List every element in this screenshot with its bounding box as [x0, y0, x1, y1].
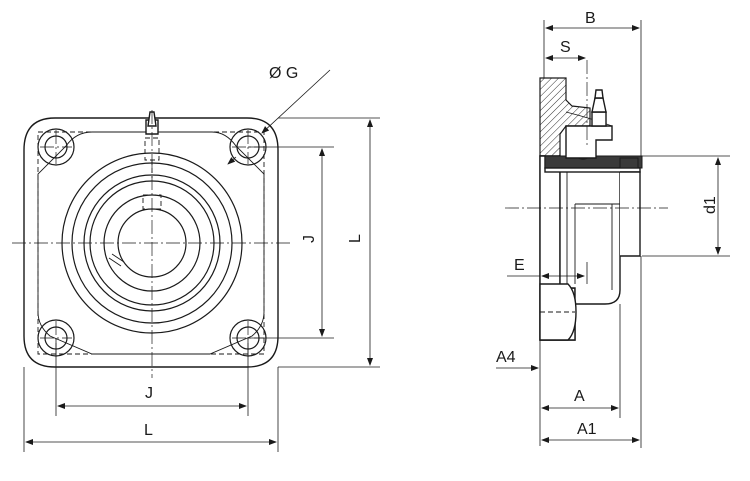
b-label: B — [585, 10, 596, 27]
e-label: E — [514, 257, 525, 274]
phi-g-leader — [261, 69, 331, 134]
side-view: B S d1 E A4 A A1 — [496, 10, 730, 448]
front-view: Ø G J L J L — [12, 65, 380, 452]
inner-ring-extension — [620, 171, 641, 257]
set-screw-hint — [108, 253, 125, 267]
grease-nipple-side — [591, 89, 607, 127]
boss-outline — [37, 131, 265, 355]
j-vertical-label: J — [301, 235, 318, 243]
l-vertical-label: L — [347, 234, 364, 243]
d1-label: d1 — [702, 196, 719, 214]
j-horizontal-label: J — [145, 385, 153, 402]
s-label: S — [560, 39, 571, 56]
a1-label: A1 — [577, 421, 597, 438]
phi-g-label: Ø G — [269, 65, 298, 82]
housing-body — [559, 167, 621, 305]
a4-label: A4 — [496, 349, 516, 366]
a-label: A — [574, 388, 585, 405]
l-horizontal-label: L — [144, 422, 153, 439]
